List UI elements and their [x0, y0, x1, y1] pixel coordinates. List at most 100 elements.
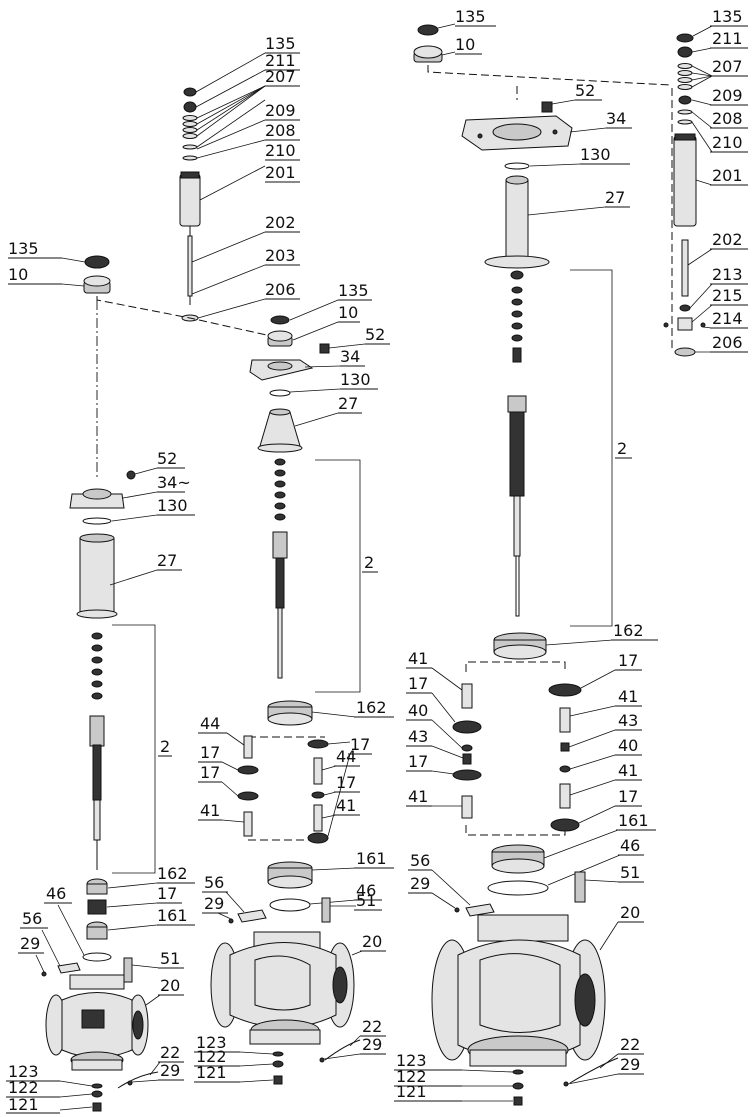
label-210: 210	[265, 141, 296, 160]
label-51: 51	[356, 891, 376, 910]
label-34: 34~	[157, 473, 191, 492]
label-123: 123	[196, 1033, 227, 1052]
label-161: 161	[618, 811, 649, 830]
label-130: 130	[340, 370, 371, 389]
label-213: 213	[712, 265, 743, 284]
label-22: 22	[620, 1035, 640, 1054]
label-17: 17	[157, 884, 177, 903]
label-207: 207	[712, 57, 743, 76]
label-29: 29	[160, 1061, 180, 1080]
label-10: 10	[338, 303, 358, 322]
label-135: 135	[455, 7, 486, 26]
label-41: 41	[618, 761, 638, 780]
label-206: 206	[712, 333, 743, 352]
label-206: 206	[265, 280, 296, 299]
label-29: 29	[20, 934, 40, 953]
label-17: 17	[618, 787, 638, 806]
label-29: 29	[410, 874, 430, 893]
label-162: 162	[613, 621, 644, 640]
label-208: 208	[265, 121, 296, 140]
label-27: 27	[605, 188, 625, 207]
label-130: 130	[580, 145, 611, 164]
label-122: 122	[8, 1078, 39, 1097]
label-123: 123	[396, 1051, 427, 1070]
label-17: 17	[408, 674, 428, 693]
label-211: 211	[265, 51, 296, 70]
label-201: 201	[265, 163, 296, 182]
label-41: 41	[200, 801, 220, 820]
left-valve-assembly	[35, 255, 161, 1112]
label-29: 29	[620, 1055, 640, 1074]
label-209: 209	[265, 101, 296, 120]
label-22: 22	[160, 1043, 180, 1062]
label-135: 135	[8, 239, 39, 258]
label-10: 10	[455, 35, 475, 54]
label-121: 121	[196, 1063, 227, 1082]
label-52: 52	[157, 449, 177, 468]
label-40: 40	[408, 701, 428, 720]
label-34: 34	[340, 347, 360, 366]
label-2: 2	[617, 439, 627, 458]
actuator-kit-right	[663, 25, 713, 357]
label-51: 51	[620, 863, 640, 882]
label-17: 17	[618, 651, 638, 670]
label-56: 56	[204, 873, 224, 892]
label-40: 40	[618, 736, 638, 755]
label-22: 22	[362, 1017, 382, 1036]
label-207: 207	[265, 67, 296, 86]
label-41: 41	[408, 649, 428, 668]
label-123: 123	[8, 1062, 39, 1081]
label-29: 29	[204, 894, 224, 913]
label-17: 17	[200, 743, 220, 762]
label-135: 135	[265, 34, 296, 53]
label-121: 121	[396, 1082, 427, 1101]
label-209: 209	[712, 86, 743, 105]
label-43: 43	[618, 711, 638, 730]
actuator-kit-center-labels: 135 211 207 209 208 210 201 202 203 206	[265, 34, 300, 300]
label-10: 10	[8, 265, 28, 284]
middle-valve-assembly-labels: 135 10 52 34 130 27 2 162 44 17 17 41 17…	[194, 281, 394, 1083]
label-27: 27	[338, 394, 358, 413]
label-122: 122	[396, 1067, 427, 1086]
label-203: 203	[265, 246, 296, 265]
label-202: 202	[265, 213, 296, 232]
label-41: 41	[408, 787, 428, 806]
label-122: 122	[196, 1047, 227, 1066]
label-210: 210	[712, 133, 743, 152]
label-56: 56	[22, 909, 42, 928]
label-135: 135	[712, 7, 743, 26]
label-46: 46	[356, 881, 376, 900]
label-41: 41	[618, 687, 638, 706]
label-56: 56	[410, 851, 430, 870]
actuator-kit-right-labels: 135 211 207 209 208 210 201 202 213 215 …	[710, 7, 748, 353]
actuator-kit-center	[179, 52, 266, 322]
right-valve-assembly-labels: 135 10 52 34 130 27 2 162 41 17 40 43 17…	[394, 7, 658, 1102]
middle-valve-assembly	[210, 299, 366, 1085]
label-52: 52	[365, 325, 385, 344]
label-2: 2	[364, 553, 374, 572]
label-211: 211	[712, 29, 743, 48]
connector-line	[96, 296, 281, 339]
label-20: 20	[620, 903, 640, 922]
label-162: 162	[157, 864, 188, 883]
label-2: 2	[160, 737, 170, 756]
label-17: 17	[350, 735, 370, 754]
label-121: 121	[8, 1095, 39, 1114]
label-17: 17	[200, 763, 220, 782]
label-17: 17	[336, 773, 356, 792]
label-27: 27	[157, 551, 177, 570]
right-valve-assembly	[413, 23, 671, 1106]
label-208: 208	[712, 109, 743, 128]
label-51: 51	[160, 949, 180, 968]
label-41: 41	[336, 796, 356, 815]
label-135: 135	[338, 281, 369, 300]
label-44: 44	[336, 747, 356, 766]
label-162: 162	[356, 698, 387, 717]
label-34: 34	[606, 109, 626, 128]
label-202: 202	[712, 230, 743, 249]
label-17: 17	[408, 752, 428, 771]
label-214: 214	[712, 309, 743, 328]
label-130: 130	[157, 496, 188, 515]
label-29: 29	[362, 1035, 382, 1054]
